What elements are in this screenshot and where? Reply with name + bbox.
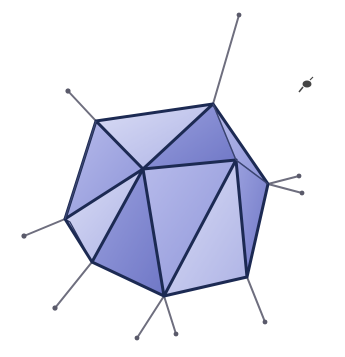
spike-right-a <box>268 176 299 184</box>
spike-tip <box>174 332 179 337</box>
spike-bottom-b <box>164 296 176 334</box>
spike-tip <box>135 336 140 341</box>
spike-top <box>213 15 239 104</box>
ink-mark-blob <box>303 81 312 88</box>
spike-right-b <box>268 184 302 193</box>
spike-left <box>24 219 65 236</box>
ink-mark-tail <box>299 87 303 92</box>
spike-tip <box>65 88 70 93</box>
spike-tip <box>237 13 242 18</box>
spike-lower-right <box>247 277 265 322</box>
spike-tip <box>263 320 268 325</box>
spike-tip <box>52 305 57 310</box>
spike-bottom-a <box>137 296 164 338</box>
ink-mark-tail <box>310 77 313 80</box>
spike-tip <box>300 191 305 196</box>
spike-tip <box>297 174 302 179</box>
small-ink-mark-icon <box>299 77 313 92</box>
spike-bottom-left <box>55 262 92 308</box>
spike-tip <box>21 233 26 238</box>
spike-upper-left <box>68 91 96 121</box>
